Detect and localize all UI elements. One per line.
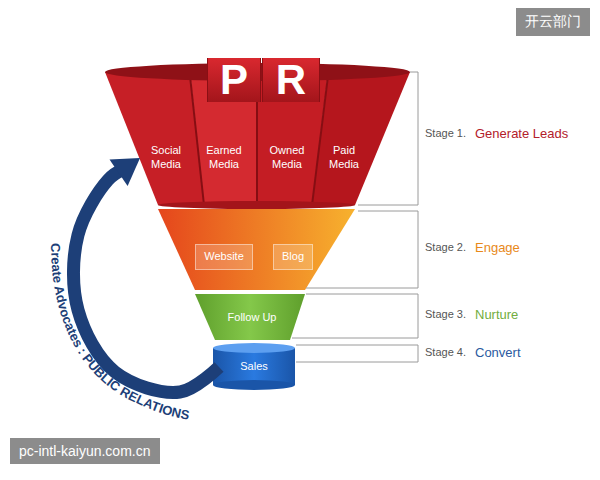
letter-tab: R: [262, 58, 320, 102]
sales-cylinder: [213, 348, 295, 385]
funnel-tier: [195, 294, 305, 340]
node-text: Earned Media: [201, 144, 247, 172]
stage-number: Stage 2.: [425, 241, 466, 253]
letter-tab: P: [207, 58, 261, 102]
stage-bracket: [306, 211, 418, 288]
node-text: Paid Media: [321, 144, 367, 172]
node-text: Social Media: [143, 144, 189, 172]
stage-bracket: [358, 72, 418, 205]
stage-number: Stage 3.: [425, 308, 466, 320]
funnel-band: Earned Media: [201, 144, 247, 172]
watermark: 开云部门: [516, 8, 590, 36]
stage-number: Stage 4.: [425, 346, 466, 358]
stage-name: Engage: [475, 240, 520, 255]
funnel-segment: [105, 72, 204, 205]
arrowhead: [110, 158, 140, 186]
node-text: P: [220, 59, 248, 101]
node-text: Owned Media: [264, 144, 310, 172]
tier-lip: [158, 201, 355, 209]
edge-label: Create Advocates : PUBLIC RELATIONS: [48, 243, 191, 423]
stage-name: Generate Leads: [475, 126, 568, 141]
node-text: Blog: [282, 250, 304, 263]
node-text: Website: [204, 250, 244, 263]
node-text: R: [276, 59, 306, 101]
stage-name: Convert: [475, 345, 521, 360]
funnel-tier-label: Follow Up: [228, 311, 277, 324]
connector-group: Create Advocates : PUBLIC RELATIONS: [48, 158, 219, 423]
node-text: Follow Up: [228, 311, 277, 324]
channel-box: Blog: [273, 244, 313, 269]
stage-bracket: [292, 294, 418, 338]
funnel-band: Owned Media: [264, 144, 310, 172]
stage-bracket: [296, 345, 418, 362]
funnel-tier-label: Sales: [219, 360, 289, 373]
watermark: pc-intl-kaiyun.com.cn: [10, 438, 160, 464]
cylinder-top: [213, 343, 295, 353]
node-text: Sales: [240, 360, 268, 373]
cylinder-base: [213, 380, 295, 390]
segment-divider: [190, 76, 204, 205]
funnel-band: Paid Media: [321, 144, 367, 172]
stage-number: Stage 1.: [425, 127, 466, 139]
channel-box: Website: [195, 244, 253, 269]
funnel-segment: [312, 72, 410, 205]
stage-name: Nurture: [475, 307, 518, 322]
funnel-band: Social Media: [143, 144, 189, 172]
funnel-tier: [158, 209, 355, 290]
